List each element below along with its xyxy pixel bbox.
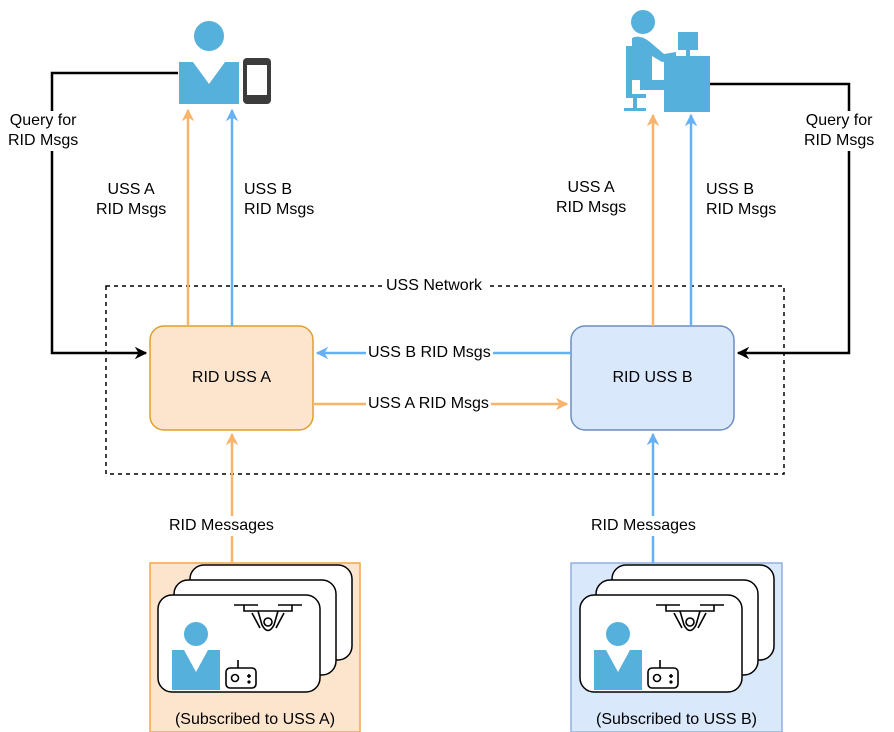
smartphone-icon: [243, 58, 271, 104]
left-query-line-2: RID Msgs: [8, 132, 79, 149]
right-query-label: Query for RID Msgs: [802, 111, 877, 151]
rid-uss-b-label: RID USS B: [612, 369, 693, 386]
right-uss-a-msgs-label: USS A RID Msgs: [556, 178, 626, 218]
query-arrow-mobile-user-to-uss-a: [50, 71, 178, 360]
right-uss-b-line-2: RID Msgs: [706, 201, 777, 218]
controller-b-icon: [647, 660, 679, 689]
left-uss-b-line-1: USS B: [244, 181, 293, 198]
pilot-a-person-icon: [172, 622, 220, 690]
left-uss-a-line-1: USS A: [107, 181, 155, 198]
right-rid-messages-label: RID Messages: [588, 516, 699, 536]
uss-b-to-a-label: USS B RID Msgs: [366, 343, 493, 363]
right-query-line-2: RID Msgs: [804, 132, 875, 149]
right-uss-a-line-1: USS A: [567, 179, 615, 196]
left-query-line-1: Query for: [9, 112, 77, 129]
right-uss-a-line-2: RID Msgs: [556, 199, 627, 216]
left-query-label: Query for RID Msgs: [6, 111, 81, 151]
query-arrow-desk-user-to-uss-b: [710, 82, 851, 360]
uss-network-label: USS Network: [382, 276, 487, 296]
right-uss-b-line-1: USS B: [706, 181, 755, 198]
uss-a-to-b-label: USS A RID Msgs: [366, 394, 491, 414]
pilot-b-person-icon: [594, 622, 642, 690]
desk-user-icon: [624, 10, 710, 112]
right-uss-b-msgs-label: USS B RID Msgs: [706, 180, 776, 220]
rid-uss-a-label: RID USS A: [191, 369, 272, 386]
left-uss-a-line-2: RID Msgs: [96, 201, 167, 218]
rid-uss-b-box: RID USS B: [571, 326, 734, 430]
left-uss-b-line-2: RID Msgs: [244, 201, 315, 218]
left-uss-b-msgs-label: USS B RID Msgs: [244, 180, 314, 220]
rid-uss-a-box: RID USS A: [150, 326, 313, 430]
controller-a-icon: [225, 660, 257, 689]
left-uss-a-msgs-label: USS A RID Msgs: [96, 180, 166, 220]
drone-a-icon: [234, 604, 302, 632]
operator-b-subscription-label: (Subscribed to USS B): [596, 711, 757, 728]
right-query-line-1: Query for: [805, 112, 873, 129]
drone-b-icon: [656, 604, 724, 632]
left-rid-messages-label: RID Messages: [166, 516, 277, 536]
operator-a-subscription-label: (Subscribed to USS A): [174, 711, 336, 728]
mobile-user-person-icon: [179, 21, 239, 104]
